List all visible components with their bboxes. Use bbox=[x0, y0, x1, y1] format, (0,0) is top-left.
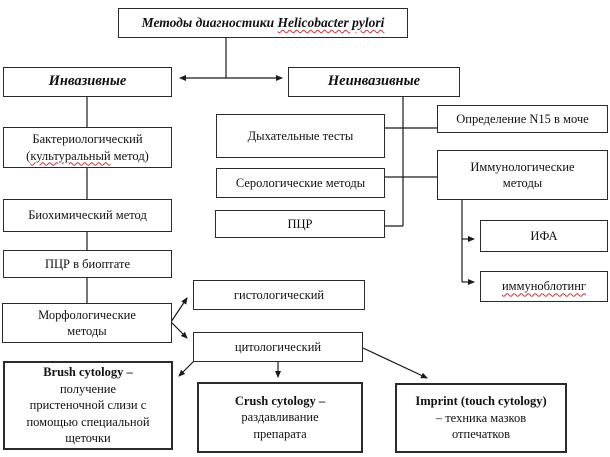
immunoblot-label: иммуноблотинг bbox=[501, 279, 587, 294]
node-n15-urine: Определение N15 в моче bbox=[437, 105, 608, 133]
node-pcr-biopsy: ПЦР в биоптате bbox=[3, 250, 172, 278]
brush-description: получение пристеночной слизи с помощью с… bbox=[26, 381, 150, 446]
node-noninvasive: Неинвазивные bbox=[288, 67, 460, 97]
node-title: Методы диагностики Helicobacter pylori bbox=[118, 8, 408, 38]
node-histological: гистологический bbox=[193, 280, 365, 310]
node-serological: Серологические методы bbox=[216, 168, 385, 198]
node-invasive: Инвазивные bbox=[3, 67, 172, 97]
connector-morph-to-cyto bbox=[170, 321, 188, 339]
node-ifa: ИФА bbox=[480, 220, 608, 252]
node-cytological: цитологический bbox=[193, 332, 363, 362]
title-latin-term: Helicobacter pylori bbox=[277, 15, 385, 31]
node-bacteriological: Бактериологический (культуральный метод) bbox=[3, 127, 172, 168]
bacteriological-paren-open: ( bbox=[26, 148, 31, 163]
node-breath-tests: Дыхательные тесты bbox=[216, 114, 385, 158]
node-immunoblot: иммуноблотинг bbox=[480, 271, 608, 302]
crush-description: раздавливание препарата bbox=[241, 410, 319, 441]
title-prefix: Методы диагностики bbox=[141, 15, 278, 31]
node-morphological: Морфологические методы bbox=[2, 303, 172, 343]
node-imprint-cytology: Imprint (touch cytology) – техника мазко… bbox=[395, 383, 567, 453]
crush-title: Crush cytology – bbox=[234, 393, 326, 408]
imprint-description: – техника мазков отпечатков bbox=[435, 410, 527, 442]
bacteriological-line1: Бактериологический bbox=[32, 132, 143, 146]
node-biochemical: Биохимический метод bbox=[3, 199, 172, 232]
bacteriological-paren-rest: метод) bbox=[110, 148, 149, 163]
brush-title: Brush cytology – bbox=[43, 365, 133, 380]
connector-cyto-to-imprint bbox=[362, 347, 428, 379]
connector-cyto-to-brush bbox=[178, 360, 195, 377]
node-crush-cytology: Crush cytology – раздавливание препарата bbox=[197, 382, 363, 453]
node-immunological: Иммунологические методы bbox=[437, 150, 608, 200]
imprint-title: Imprint (touch cytology) bbox=[415, 394, 547, 409]
bacteriological-wavy-word: культуральный bbox=[30, 148, 111, 163]
node-brush-cytology: Brush cytology – получение пристеночной … bbox=[3, 361, 173, 450]
node-pcr: ПЦР bbox=[215, 210, 385, 238]
connector-morph-to-hist bbox=[170, 297, 188, 323]
